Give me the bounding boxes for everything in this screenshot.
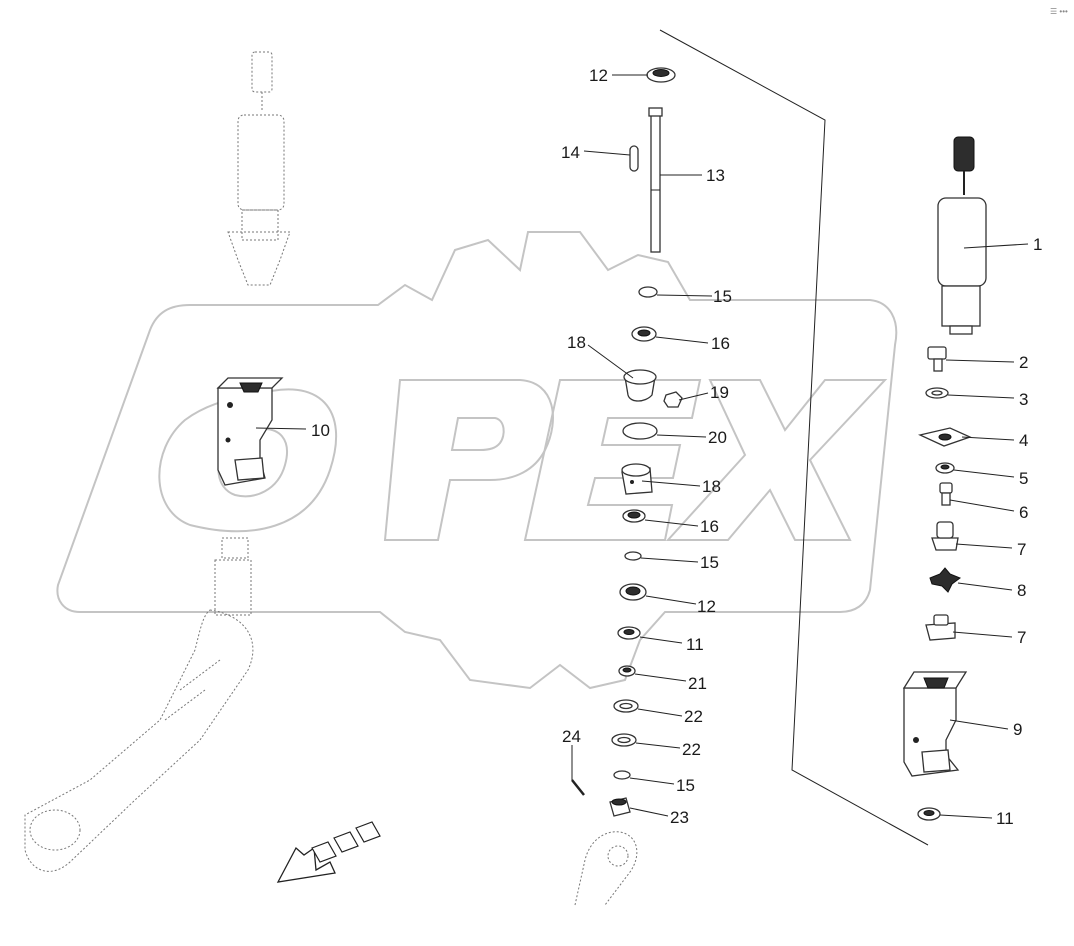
part-labels: 1 2 3 4 5 6 7 8 7 9 11 12 14 13 15 16 18…	[311, 66, 1042, 828]
label-14: 14	[561, 143, 580, 162]
label-12-lower: 12	[697, 597, 716, 616]
label-6: 6	[1019, 503, 1028, 522]
leader-lines	[255, 74, 1029, 819]
corner-marks: ☰ •••	[1050, 7, 1068, 16]
label-11-right: 11	[996, 809, 1014, 828]
part-12-bearing-b	[619, 583, 647, 601]
label-16-upper: 16	[711, 334, 730, 353]
part-12-bearing-top	[646, 67, 676, 83]
label-1: 1	[1033, 235, 1042, 254]
part-20-oring	[622, 422, 658, 440]
label-12-top: 12	[589, 66, 608, 85]
part-7-coupling-a	[931, 521, 959, 551]
label-2: 2	[1019, 353, 1028, 372]
label-7-upper: 7	[1017, 540, 1026, 559]
label-18-upper: 18	[567, 333, 586, 352]
label-22-lower: 22	[682, 740, 701, 759]
label-16-lower: 16	[700, 517, 719, 536]
ghost-lever-bottom	[574, 831, 638, 906]
part-23-nut	[609, 797, 631, 817]
watermark-opex	[158, 379, 888, 541]
part-5-washer	[935, 462, 955, 474]
ghost-motor-assembly	[227, 51, 291, 286]
label-21: 21	[688, 674, 707, 693]
label-22-upper: 22	[684, 707, 703, 726]
part-11-washer-a	[617, 626, 641, 640]
label-15-middle: 15	[700, 553, 719, 572]
part-18-coupling-a	[623, 369, 657, 402]
part-15-ring-b	[624, 551, 642, 561]
part-16-bearing-a	[631, 326, 657, 342]
part-9-bracket	[902, 671, 968, 777]
part-2-bolt	[927, 346, 947, 372]
label-18-lower: 18	[702, 477, 721, 496]
label-13: 13	[706, 166, 725, 185]
label-19: 19	[710, 383, 729, 402]
part-11-washer-b	[917, 807, 941, 821]
part-21-washer	[618, 665, 636, 677]
label-4: 4	[1019, 431, 1028, 450]
part-14-key	[629, 145, 639, 172]
part-3-washer	[925, 387, 949, 399]
direction-arrow-icon	[276, 821, 381, 883]
part-19-nut	[663, 391, 683, 408]
label-3: 3	[1019, 390, 1028, 409]
part-10-bracket	[216, 377, 284, 486]
part-15-ring-a	[638, 286, 658, 298]
part-8-spider	[929, 567, 962, 593]
label-11-center: 11	[686, 635, 704, 654]
label-15-upper: 15	[713, 287, 732, 306]
part-22-washer-a	[613, 699, 639, 713]
label-5: 5	[1019, 469, 1028, 488]
label-20: 20	[708, 428, 727, 447]
label-23: 23	[670, 808, 689, 827]
watermark-gear	[56, 231, 898, 690]
part-13-shaft	[648, 107, 663, 253]
part-6-stud	[939, 482, 953, 506]
label-10: 10	[311, 421, 330, 440]
label-15-lower: 15	[676, 776, 695, 795]
label-8: 8	[1017, 581, 1026, 600]
part-7-coupling-b	[925, 614, 956, 641]
ghost-pedal-lever	[24, 537, 254, 872]
part-1-motor	[937, 136, 987, 335]
part-15-ring-c	[613, 770, 631, 780]
part-24-pin	[571, 779, 585, 796]
part-18-coupling-b	[621, 463, 653, 495]
label-7-lower: 7	[1017, 628, 1026, 647]
assembly-plane-outline	[659, 29, 929, 846]
label-9: 9	[1013, 720, 1022, 739]
part-22-washer-b	[611, 733, 637, 747]
part-16-bearing-b	[622, 509, 646, 523]
label-24: 24	[562, 727, 581, 746]
